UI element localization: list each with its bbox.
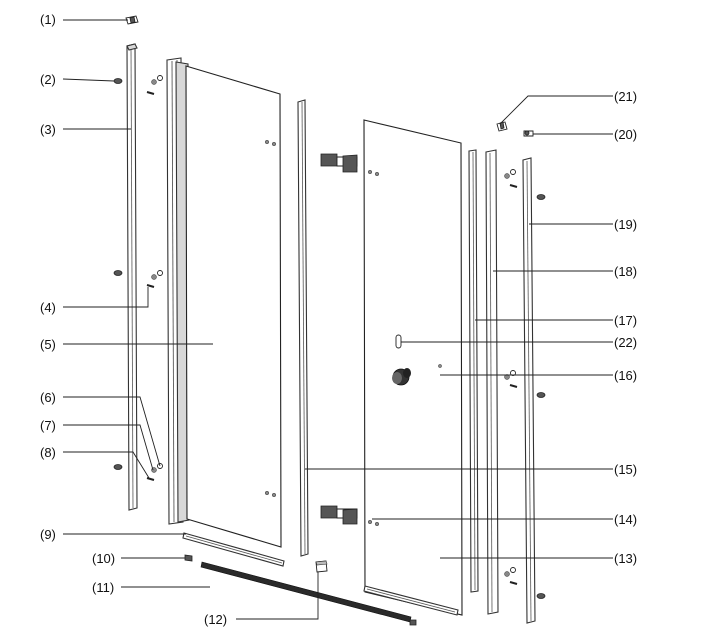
fixed-glass-panel: [185, 65, 282, 548]
label-22: (22): [614, 335, 637, 350]
wall-screws-left: [113, 78, 123, 470]
part-labels: (1) (2) (3) (4) (5) (6) (7) (8) (9) (10)…: [40, 12, 637, 627]
label-3: (3): [40, 122, 56, 137]
door-seal-profile: [468, 149, 479, 593]
label-6: (6): [40, 390, 56, 405]
label-5: (5): [40, 337, 56, 352]
left-wall-profile: [126, 43, 138, 511]
label-14: (14): [614, 512, 637, 527]
wall-screws-right: [536, 194, 546, 599]
label-9: (9): [40, 527, 56, 542]
handle-insert: [395, 334, 402, 349]
label-18: (18): [614, 264, 637, 279]
end-cap-right: [409, 619, 417, 626]
label-13: (13): [614, 551, 637, 566]
label-1: (1): [40, 12, 56, 27]
label-20: (20): [614, 127, 637, 142]
label-10: (10): [92, 551, 115, 566]
label-11: (11): [92, 580, 114, 595]
fixing-bolts-right: [504, 169, 518, 585]
leader-lines: [62, 19, 613, 620]
top-cap-21: [496, 121, 508, 132]
door-bottom-sweep: [363, 585, 459, 616]
label-2: (2): [40, 72, 56, 87]
hinge-bottom: [320, 505, 358, 525]
hinge-top: [320, 153, 358, 173]
label-15: (15): [614, 462, 637, 477]
label-21: (21): [614, 89, 637, 104]
label-7: (7): [40, 418, 56, 433]
door-glass-panel: [363, 119, 463, 616]
door-knob: [392, 368, 411, 386]
magnetic-profile: [485, 149, 499, 615]
top-cap-1: [125, 15, 139, 25]
right-wall-profile: [522, 157, 536, 624]
end-cap-10: [184, 554, 193, 562]
center-profile: [297, 99, 309, 557]
bottom-seal-left: [182, 532, 285, 567]
label-4: (4): [40, 300, 56, 315]
label-19: (19): [614, 217, 637, 232]
label-12: (12): [204, 612, 227, 627]
label-17: (17): [614, 313, 637, 328]
fixing-bolts-left: [146, 75, 163, 481]
label-8: (8): [40, 445, 56, 460]
label-16: (16): [614, 368, 637, 383]
cap-20: [523, 130, 534, 137]
spacer-block-12: [315, 560, 328, 573]
